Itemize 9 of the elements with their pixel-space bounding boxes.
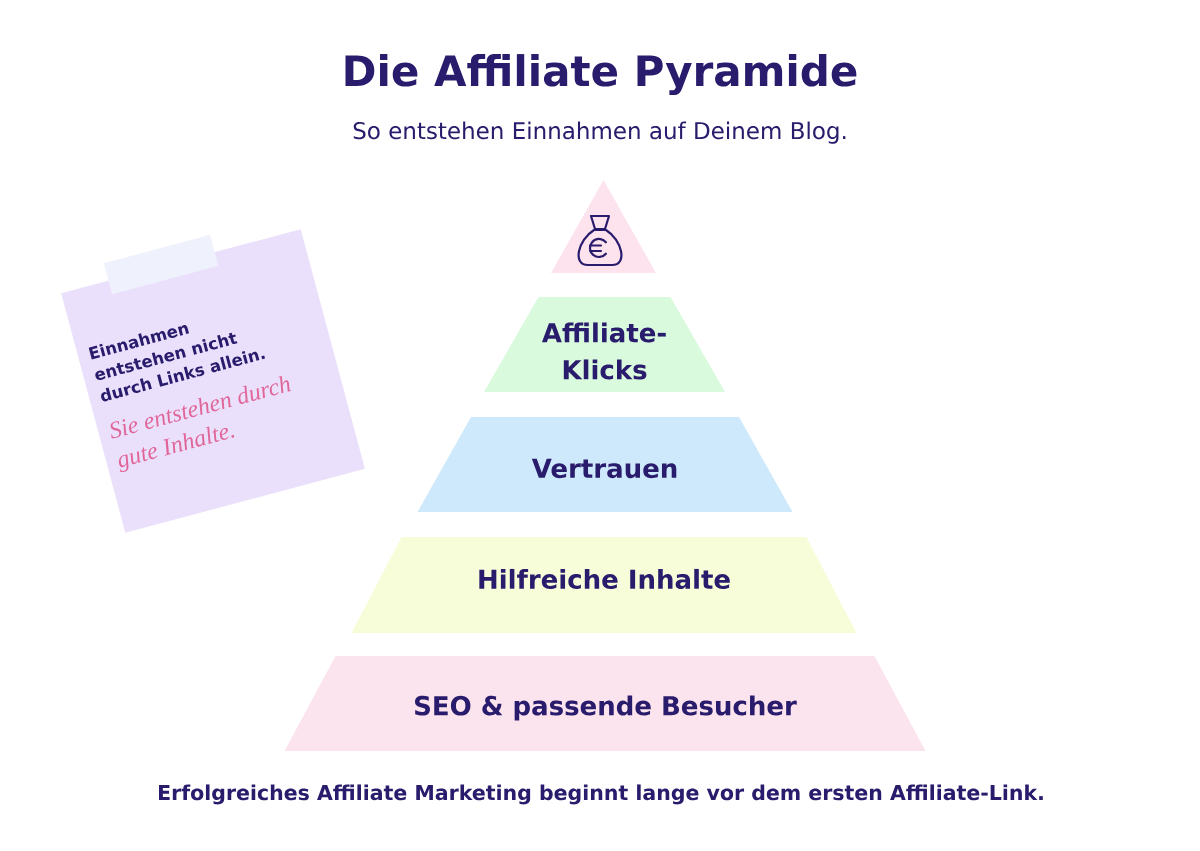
pyramid-layer: Vertrauen xyxy=(417,417,793,512)
title: Die Affiliate Pyramide xyxy=(345,54,857,96)
sticky-note xyxy=(61,229,365,533)
subtitle: So entstehen Einnahmen auf Deinem Blog. xyxy=(353,121,846,144)
pyramid-tip xyxy=(551,180,656,273)
pyramid-layer: SEO & passende Besucher xyxy=(284,656,926,751)
pyramid-layer: Affiliate- Klicks xyxy=(484,297,725,392)
pyramid-layer: Hilfreiche Inhalte xyxy=(351,537,857,633)
caption: Erfolgreiches Affiliate Marketing beginnt lange vor dem ersten Affiliate-Link. xyxy=(159,784,1043,805)
